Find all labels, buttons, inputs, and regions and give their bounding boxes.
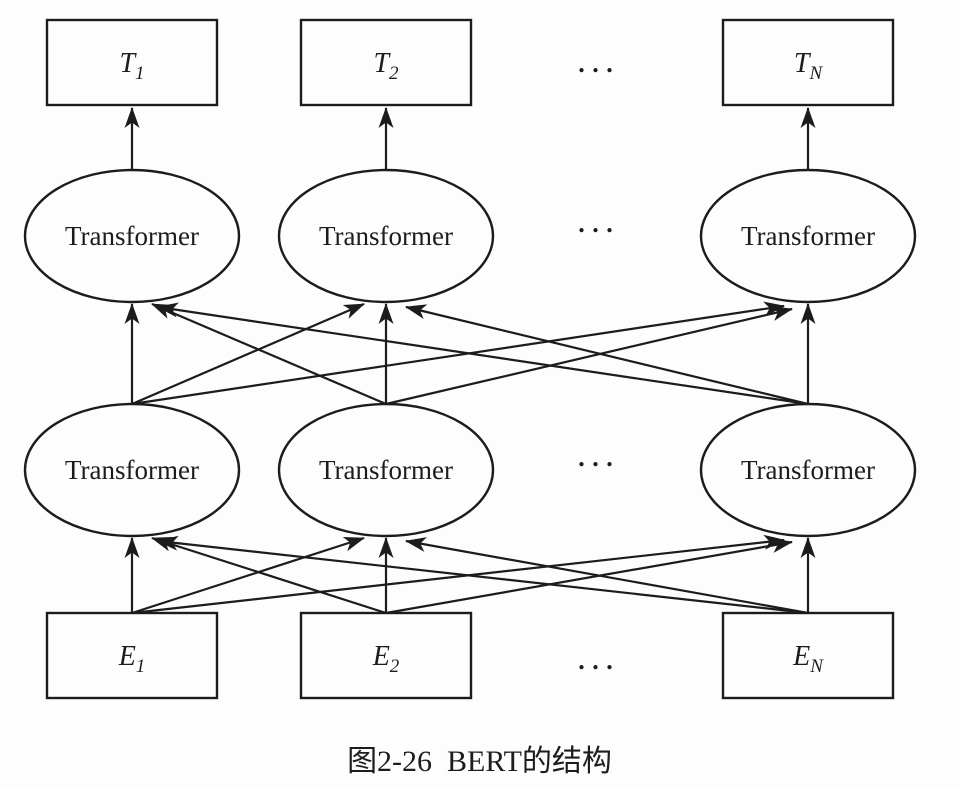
bert-architecture-diagram: T1 T2 TN Transformer Transformer Transfo… <box>23 18 917 700</box>
en-label: EN <box>792 641 824 677</box>
tn-label: TN <box>794 48 824 84</box>
ellipsis-lower-row: ... <box>577 434 619 474</box>
transformer-upper-2-label: Transformer <box>319 221 453 251</box>
transformer-lower-2-label: Transformer <box>319 455 453 485</box>
e1-box <box>45 611 219 700</box>
transformer-lower-3-label: Transformer <box>741 455 875 485</box>
arrow-l1-u2 <box>131 302 365 406</box>
ellipsis-upper-row: ... <box>577 200 619 240</box>
t2-label: T2 <box>373 48 399 84</box>
figure-caption: 图2-26 BERT的结构 <box>347 745 612 778</box>
transformer-upper-1-label: Transformer <box>65 221 199 251</box>
arrow-e1-l3 <box>131 534 785 615</box>
ellipsis-t-row: ... <box>577 40 619 80</box>
arrow-e3-l1 <box>157 535 809 615</box>
arrow-l2-u3 <box>385 306 793 406</box>
arrow-l3-u1 <box>157 302 809 406</box>
t2-box <box>299 18 473 107</box>
t1-box <box>45 18 219 107</box>
t1-label: T1 <box>119 48 144 84</box>
arrow-e2-l1 <box>151 536 387 615</box>
en-box <box>721 611 895 700</box>
arrow-e2-l3 <box>385 538 793 615</box>
ellipsis-e-row: ... <box>577 637 619 677</box>
e2-label: E2 <box>372 641 400 677</box>
transformer-lower-1-label: Transformer <box>65 455 199 485</box>
arrow-l1-u3 <box>131 301 785 406</box>
e1-label: E1 <box>118 641 146 677</box>
arrow-l3-u2 <box>405 304 809 406</box>
arrow-e1-l2 <box>131 536 365 615</box>
arrow-l2-u1 <box>151 302 387 406</box>
tn-box <box>721 18 895 107</box>
e2-box <box>299 611 473 700</box>
transformer-upper-3-label: Transformer <box>741 221 875 251</box>
arrow-e3-l2 <box>405 537 809 615</box>
